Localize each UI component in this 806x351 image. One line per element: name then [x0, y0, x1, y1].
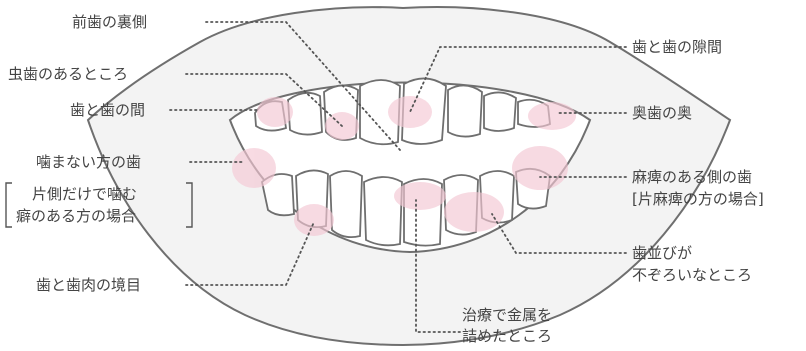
highlight-metal-filling: [394, 182, 446, 210]
label-back-of-molar: 奥歯の奥: [632, 104, 692, 122]
label-unchewed-side: 噛まない方の歯: [36, 153, 141, 171]
label-metal-filling-line1: 治療で金属を: [462, 306, 552, 324]
highlight-crooked: [444, 192, 504, 232]
label-paralyzed-side-line1: 麻痺のある側の歯: [632, 168, 752, 186]
label-habit-side-line1: 片側だけで噛む: [32, 185, 137, 203]
highlight-unchewed-side: [232, 148, 276, 188]
highlight-back-of-molar: [528, 102, 576, 130]
label-habit-side-line2: 癖のある方の場合: [16, 207, 136, 225]
label-crooked-line1: 歯並びが: [632, 244, 692, 262]
label-gum-border: 歯と歯肉の境目: [36, 276, 141, 294]
label-paralyzed-side-line2: [片麻痺の方の場合]: [632, 190, 764, 208]
highlight-paralyzed-side: [512, 146, 568, 190]
habit-bracket-left: [6, 183, 12, 227]
highlight-between-teeth: [257, 97, 293, 127]
label-tooth-gap: 歯と歯の隙間: [632, 38, 722, 56]
label-metal-filling-line2: 詰めたところ: [462, 327, 552, 345]
label-front-teeth-back: 前歯の裏側: [72, 13, 147, 31]
label-cavity: 虫歯のあるところ: [8, 65, 128, 83]
label-crooked-line2: 不ぞろいなところ: [632, 266, 752, 284]
highlight-tooth-gap: [388, 96, 432, 128]
label-between-teeth: 歯と歯の間: [70, 101, 145, 119]
highlight-gum-border: [294, 204, 334, 236]
